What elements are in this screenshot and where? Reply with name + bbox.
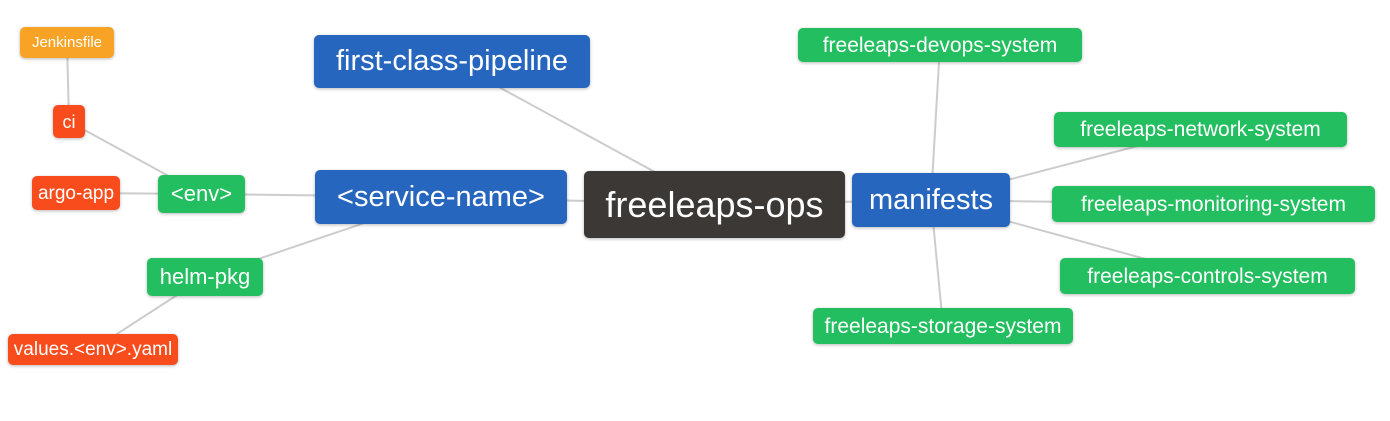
node-label: freeleaps-ops	[605, 183, 824, 225]
node-storage-system[interactable]: freeleaps-storage-system	[813, 308, 1073, 344]
node-label: ci	[62, 111, 76, 132]
node-helm-pkg[interactable]: helm-pkg	[147, 258, 263, 296]
node-label: argo-app	[37, 182, 115, 204]
node-label: values.<env>.yaml	[13, 339, 173, 360]
node-devops-system[interactable]: freeleaps-devops-system	[798, 28, 1082, 62]
node-argo-app[interactable]: argo-app	[32, 176, 120, 210]
node-service-name[interactable]: <service-name>	[315, 170, 567, 224]
node-label: <service-name>	[337, 180, 545, 213]
node-label: helm-pkg	[159, 264, 251, 289]
node-label: freeleaps-devops-system	[822, 33, 1058, 57]
node-label: manifests	[868, 183, 994, 216]
node-label: freeleaps-network-system	[1080, 118, 1321, 141]
node-label: freeleaps-monitoring-system	[1081, 192, 1346, 216]
node-manifests[interactable]: manifests	[852, 173, 1010, 227]
node-env[interactable]: <env>	[158, 175, 245, 213]
node-jenkinsfile[interactable]: Jenkinsfile	[20, 27, 114, 58]
node-controls-system[interactable]: freeleaps-controls-system	[1060, 258, 1355, 294]
node-label: freeleaps-storage-system	[824, 314, 1062, 338]
node-values-env-yaml[interactable]: values.<env>.yaml	[8, 334, 178, 365]
node-label: freeleaps-controls-system	[1087, 264, 1328, 288]
node-label: first-class-pipeline	[335, 45, 569, 77]
node-network-system[interactable]: freeleaps-network-system	[1054, 112, 1347, 147]
node-freeleaps-ops[interactable]: freeleaps-ops	[584, 171, 845, 238]
node-label: <env>	[170, 181, 233, 206]
node-label: Jenkinsfile	[31, 34, 103, 51]
node-first-class-pipeline[interactable]: first-class-pipeline	[314, 35, 590, 88]
node-ci[interactable]: ci	[53, 105, 85, 138]
node-monitoring-system[interactable]: freeleaps-monitoring-system	[1052, 186, 1375, 222]
